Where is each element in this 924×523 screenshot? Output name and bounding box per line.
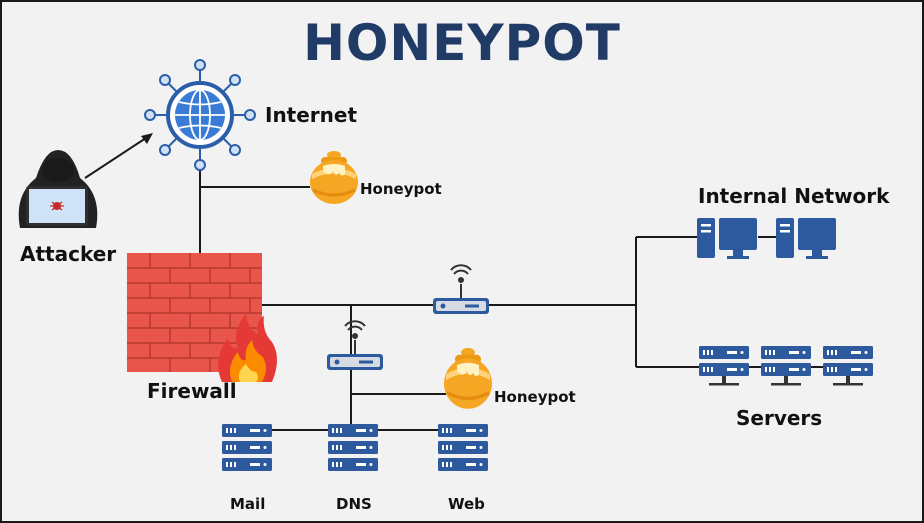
wifi-router-icon — [432, 264, 490, 315]
internet-label: Internet — [265, 103, 358, 127]
fire-icon — [218, 314, 277, 382]
server-rack-icon — [699, 346, 749, 386]
server-rack-icon — [328, 424, 378, 471]
servers-label: Servers — [736, 406, 823, 430]
honey-pot-icon — [308, 149, 360, 206]
honey-pot-icon — [442, 346, 494, 411]
attacker-label: Attacker — [20, 242, 117, 266]
globe-network-icon — [144, 59, 256, 171]
web-label: Web — [448, 495, 485, 513]
desktop-computer-icon — [776, 218, 836, 259]
server-rack-icon — [823, 346, 873, 386]
mail-label: Mail — [230, 495, 266, 513]
firewall-label: Firewall — [147, 379, 237, 403]
desktop-computer-icon — [697, 218, 757, 259]
server-rack-icon — [761, 346, 811, 386]
attack-arrow — [84, 133, 153, 179]
diagram-title: HONEYPOT — [303, 14, 621, 72]
wifi-router-icon — [326, 320, 384, 371]
honeypot-mid-label: Honeypot — [494, 388, 576, 406]
server-rack-icon — [222, 424, 272, 471]
internal-network-label: Internal Network — [698, 184, 890, 208]
dns-label: DNS — [336, 495, 372, 513]
server-rack-icon — [438, 424, 488, 471]
honeypot-top-label: Honeypot — [360, 180, 442, 198]
hacker-icon — [18, 150, 98, 228]
